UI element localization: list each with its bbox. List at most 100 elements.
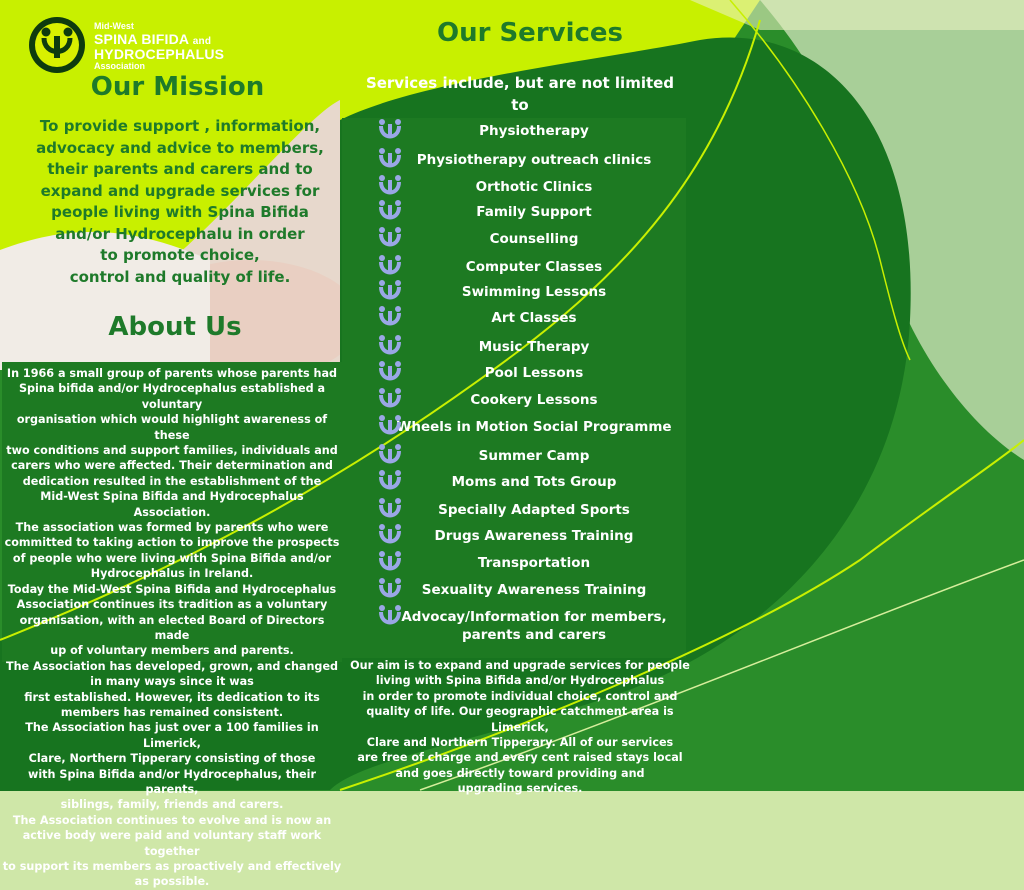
service-label: Orthotic Clinics (475, 179, 593, 195)
service-label: Music Therapy (478, 339, 590, 355)
service-label: Drugs Awareness Training (434, 528, 634, 544)
aim-line: quality of life. Our geographic catchmen… (366, 705, 674, 734)
aim-text: Our aim is to expand and upgrade service… (350, 658, 690, 797)
service-bullet-icon (376, 443, 404, 467)
service-bullet-icon (376, 334, 404, 358)
logo-line-name: SPINA BIFIDA and HYDROCEPHALUS (94, 32, 328, 61)
service-label: Pool Lessons (484, 365, 584, 381)
aim-line: are free of charge and every cent raised… (357, 751, 683, 765)
service-item: Moms and Tots Group (376, 470, 684, 491)
about-title: About Us (108, 312, 242, 342)
service-label: Swimming Lessons (461, 284, 607, 300)
service-label: Cookery Lessons (470, 392, 598, 408)
service-bullet-icon (376, 174, 404, 198)
service-bullet-icon (376, 577, 404, 601)
service-item: Counselling (376, 227, 684, 248)
about-line: Spina bifida and/or Hydrocephalus establ… (18, 382, 326, 411)
about-line: of people who were living with Spina Bif… (12, 551, 332, 565)
service-bullet-icon (376, 469, 404, 493)
aim-line: Our aim is to expand and upgrade service… (350, 659, 690, 672)
about-line: The association was formed by parents wh… (15, 521, 329, 535)
service-label: Summer Camp (478, 448, 590, 464)
logo-name-part2: HYDROCEPHALUS (94, 46, 225, 62)
about-line: Mid-West Spina Bifida and Hydrocephalus … (40, 490, 304, 519)
service-label: Physiotherapy outreach clinics (416, 152, 652, 168)
service-item: Pool Lessons (376, 361, 684, 382)
service-bullet-icon (376, 550, 404, 574)
services-subtitle-line: to (511, 96, 529, 114)
service-label: Physiotherapy (479, 123, 589, 139)
service-bullet-icon (376, 199, 404, 223)
about-line: first established. However, its dedicati… (24, 690, 320, 704)
services-subtitle: Services include, but are not limited to (355, 72, 685, 116)
service-bullet-icon (376, 279, 404, 303)
services-subtitle-line: Services include, but are not limited (365, 74, 675, 92)
about-line: Clare, Northern Tipperary consisting of … (28, 752, 316, 766)
about-line: Association continues its tradition as a… (16, 598, 328, 612)
mission-line: expand and upgrade services for (40, 181, 320, 200)
about-line: to support its members as proactively an… (2, 860, 342, 873)
mission-line: their parents and carers and to (47, 160, 313, 178)
service-bullet-icon (376, 226, 404, 250)
service-item: Sexuality Awareness Training (376, 578, 684, 599)
about-line: In 1966 a small group of parents whose p… (6, 367, 338, 380)
mission-line: advocacy and advice to members, (36, 138, 324, 157)
about-line: in many ways since it was (90, 675, 254, 689)
service-label: Family Support (476, 204, 592, 220)
service-item: Advocay/Information for members,parents … (376, 605, 684, 644)
logo-wordmark: Mid-West SPINA BIFIDA and HYDROCEPHALUS … (94, 22, 328, 71)
mission-line: control and quality of life. (69, 267, 291, 286)
about-line: two conditions and support families, ind… (6, 444, 338, 458)
logo-line-association: Association (94, 61, 146, 71)
service-item: Transportation (376, 551, 684, 572)
service-label: Advocay/Information for members,parents … (401, 609, 667, 643)
association-logo: Mid-West SPINA BIFIDA and HYDROCEPHALUS … (28, 16, 328, 76)
logo-line-midwest: Mid-West (94, 21, 134, 31)
about-line: members has remained consistent. (60, 705, 284, 719)
service-item: Music Therapy (376, 335, 684, 356)
service-bullet-icon (376, 305, 404, 329)
service-bullet-icon (376, 147, 404, 171)
about-line: siblings, family, friends and carers. (60, 798, 284, 812)
service-bullet-icon (376, 360, 404, 384)
about-line: organisation, with an elected Board of D… (19, 613, 325, 642)
about-line: The Association continues to evolve and … (12, 813, 332, 827)
about-line: with Spina Bifida and/or Hydrocephalus, … (28, 767, 316, 796)
service-item: Summer Camp (376, 444, 684, 465)
service-item: Cookery Lessons (376, 388, 684, 409)
logo-name-part1: SPINA BIFIDA (94, 31, 193, 47)
service-item: Orthotic Clinics (376, 175, 684, 196)
about-line: organisation which would highlight aware… (16, 413, 328, 442)
service-label: Computer Classes (465, 259, 603, 275)
service-label: Wheels in Motion Social Programme (396, 419, 672, 435)
logo-emblem-icon (29, 17, 85, 73)
about-line: as possible. (134, 875, 210, 889)
service-bullet-icon (376, 523, 404, 547)
services-title: Our Services (436, 18, 624, 48)
service-item: Drugs Awareness Training (376, 524, 684, 545)
about-line: active body were paid and voluntary staf… (22, 829, 322, 858)
service-item: Wheels in Motion Social Programme (376, 415, 684, 436)
about-text: In 1966 a small group of parents whose p… (2, 366, 342, 890)
aim-line: in order to promote individual choice, c… (362, 689, 678, 703)
about-line: dedication resulted in the establishment… (22, 474, 322, 488)
service-bullet-icon (376, 497, 404, 521)
service-item: Physiotherapy (376, 119, 684, 140)
aim-line: living with Spina Bifida and/or Hydrocep… (375, 674, 665, 688)
service-label: Moms and Tots Group (451, 474, 617, 490)
mission-line: people living with Spina Bifida (51, 203, 309, 221)
about-line: The Association has developed, grown, an… (5, 659, 339, 673)
aim-line: upgrading services. (457, 782, 583, 796)
mission-line: and/or Hydrocephalu in order (55, 224, 305, 243)
aim-line: Clare and Northern Tipperary. All of our… (366, 736, 674, 750)
service-label: Art Classes (491, 310, 577, 326)
mission-line: To provide support , information, (39, 117, 321, 135)
service-item: Swimming Lessons (376, 280, 684, 301)
service-item: Physiotherapy outreach clinics (376, 148, 684, 169)
about-line: Today the Mid-West Spina Bifida and Hydr… (7, 582, 337, 596)
service-item: Specially Adapted Sports (376, 498, 684, 519)
service-label: Sexuality Awareness Training (421, 582, 647, 598)
about-line: The Association has just over a 100 fami… (25, 721, 319, 750)
aim-line: and goes directly toward providing and (395, 766, 645, 780)
service-bullet-icon (376, 254, 404, 278)
